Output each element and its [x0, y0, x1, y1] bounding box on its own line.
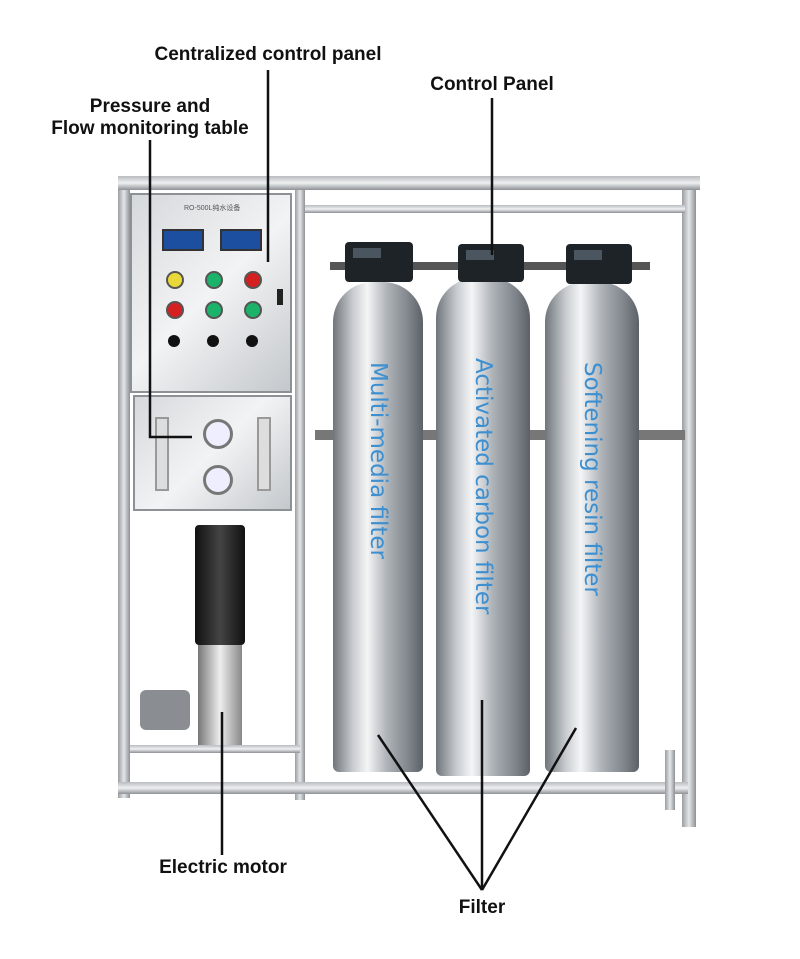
label-filter: Filter: [458, 897, 506, 918]
panel-plate: RO-500L纯水设备: [184, 205, 241, 212]
frame-top-inner: [305, 205, 685, 213]
flow-meter: [257, 417, 271, 491]
pressure-gauge: [203, 419, 233, 449]
control-box: RO-500L纯水设备: [130, 193, 292, 393]
display: [220, 229, 262, 251]
selector-knob: [207, 335, 219, 347]
tank-carbon: Activated carbon filter: [436, 278, 530, 776]
pump-body: [198, 645, 242, 745]
leader-line: [376, 734, 484, 891]
monitoring-panel: [133, 395, 292, 511]
frame-foot: [665, 750, 675, 810]
indicator-light-green: [244, 301, 262, 319]
frame-top: [118, 176, 700, 190]
indicator-light-green: [205, 301, 223, 319]
tank-multimedia: Multi-media filter: [333, 282, 423, 772]
label-electric-motor: Electric motor: [159, 857, 287, 878]
indicator-light-red: [166, 301, 184, 319]
indicator-light-green: [205, 271, 223, 289]
frame-bottom: [118, 782, 688, 794]
frame-bottom-left: [130, 745, 300, 753]
selector-knob: [246, 335, 258, 347]
key-lock: [277, 289, 283, 305]
indicator-light-yellow: [166, 271, 184, 289]
label-control-panel: Control Panel: [430, 74, 554, 95]
leader-line: [148, 140, 192, 439]
electric-motor: [195, 525, 245, 645]
frame-post-mid: [295, 180, 305, 800]
control-valve-head: [345, 242, 413, 282]
pressure-gauge: [203, 465, 233, 495]
piping: [140, 690, 190, 730]
flow-meter: [155, 417, 169, 491]
indicator-light-red: [244, 271, 262, 289]
leader-line: [480, 727, 578, 891]
selector-knob: [168, 335, 180, 347]
frame-post-right: [682, 182, 696, 827]
label-centralized-control-panel: Centralized control panel: [154, 44, 382, 65]
label-pressure-line2: Flow monitoring table: [51, 118, 249, 139]
control-valve-head: [566, 244, 632, 284]
display: [162, 229, 204, 251]
label-pressure-line1: Pressure and: [89, 96, 211, 117]
tank-resin: Softening resin filter: [545, 282, 639, 772]
frame-post-left: [118, 178, 130, 798]
